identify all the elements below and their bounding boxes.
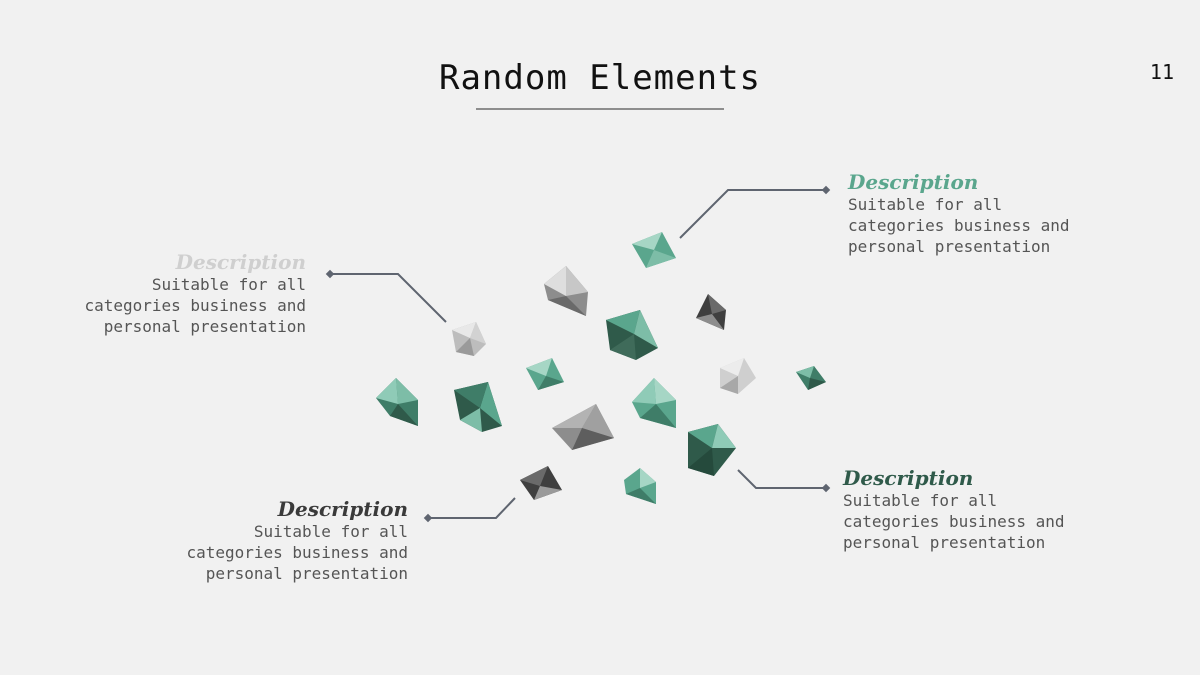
callout-body-line-2: categories business and: [186, 543, 408, 562]
slide-title: Random Elements: [438, 58, 762, 98]
callout-body-line-1: Suitable for all: [253, 522, 408, 541]
title-underline: [476, 108, 724, 110]
callout-body-line-1: Suitable for all: [151, 275, 306, 294]
connector-bottom-left: [428, 497, 516, 519]
callout-bottom-left: Description Suitable for all categories …: [118, 497, 408, 584]
callout-body-line-3: personal presentation: [103, 317, 306, 336]
callout-body-line-1: Suitable for all: [843, 491, 998, 510]
gem-gray-light-right: [720, 358, 756, 394]
connector-top-right: [679, 189, 826, 239]
callout-body-line-2: categories business and: [848, 216, 1070, 235]
callout-body-line-2: categories business and: [84, 296, 306, 315]
callout-body-line-3: personal presentation: [205, 564, 408, 583]
callout-body-line-3: personal presentation: [848, 237, 1051, 256]
gem-green-light-center: [632, 378, 676, 428]
gem-gray-large-top: [544, 266, 588, 316]
callout-heading: Description: [277, 497, 408, 521]
gem-green-topright: [632, 232, 676, 268]
gem-gray-light-left: [452, 322, 486, 356]
gem-green-dark-bottom-right: [688, 424, 736, 476]
connector-lines: [330, 189, 826, 519]
page-number: 11: [1149, 60, 1174, 84]
gem-green-small-far-right: [796, 366, 826, 390]
callout-body-line-2: categories business and: [843, 512, 1065, 531]
callout-bottom-right: Description Suitable for all categories …: [843, 466, 1133, 553]
callout-top-right: Description Suitable for all categories …: [848, 170, 1138, 257]
connector-dots: [325, 185, 831, 523]
gem-green-bottom: [624, 468, 656, 504]
gem-gray-dark-small: [696, 294, 726, 330]
callout-body-line-1: Suitable for all: [848, 195, 1003, 214]
connector-top-left: [330, 273, 447, 323]
callout-heading: Description: [848, 170, 979, 194]
gem-gray-dark-bottom: [520, 466, 562, 500]
gem-green-dark-center: [606, 310, 658, 360]
callout-body-line-3: personal presentation: [843, 533, 1046, 552]
gem-gray-large-center: [552, 404, 614, 450]
gem-green-dark-left: [454, 382, 502, 432]
connector-bottom-right: [737, 469, 826, 489]
callout-heading: Description: [175, 250, 306, 274]
callout-top-left: Description Suitable for all categories …: [16, 250, 306, 337]
callout-heading: Description: [843, 466, 974, 490]
gem-green-small-center: [526, 358, 564, 390]
gem-green-far-left: [376, 378, 418, 426]
